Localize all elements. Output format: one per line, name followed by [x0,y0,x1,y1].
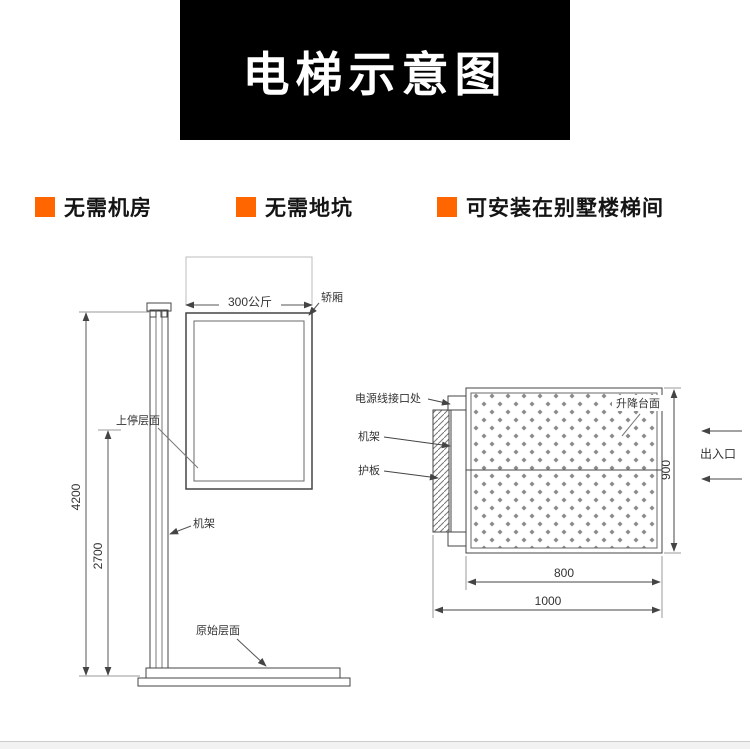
mast-column [149,309,169,669]
frame-label-top-view: 机架 [358,429,380,443]
elevator-schematic: 300公斤 轿厢 上停层面 4200 2700 机架 原始层面 [69,256,742,687]
ground-leader [236,638,267,667]
frame-label: 机架 [193,516,215,530]
top-view [383,387,742,618]
bullet-square-icon [236,197,256,217]
entrance-label: 出入口 [700,447,736,461]
upper-stop-leader [157,427,199,469]
guard-plate-leader [383,470,439,481]
frame-leader [169,525,192,535]
bullet-square-icon [35,197,55,217]
upper-stop-label: 上停层面 [116,413,160,427]
banner: 电梯示意图 [180,0,570,140]
base-foot [137,677,351,687]
page-title: 电梯示意图 [242,47,508,101]
top-view-labels: 电源线接口处 机架 护板 升降台面 900 出入口 800 1000 [355,391,736,608]
cabin-outer [185,312,313,490]
feature-label: 无需地坑 [265,197,353,220]
top-bracket [447,395,467,411]
outer-width-dim: 1000 [535,594,562,608]
frame-strip [450,409,467,533]
feature-item-villa-stairwell: 可安装在别墅楼梯间 [437,192,664,222]
base-platform [145,667,341,679]
feature-item-no-pit: 无需地坑 [236,192,353,222]
total-height-dim: 4200 [69,483,83,510]
load-label: 300公斤 [228,295,272,309]
frame-height-dim: 2700 [91,542,105,569]
frame-leader-top [383,436,451,449]
power-port-label: 电源线接口处 [355,391,421,405]
mast-cap [146,302,172,312]
bottom-bracket [447,531,467,547]
ground-level-label: 原始层面 [196,623,240,637]
depth-dim: 900 [659,460,673,480]
inner-width-dim: 800 [554,566,574,580]
feature-item-no-machine-room: 无需机房 [35,192,152,222]
power-port-leader [427,398,451,406]
feature-label: 可安装在别墅楼梯间 [466,197,664,220]
bullet-square-icon [437,197,457,217]
cabin-leader [308,302,320,316]
feature-label: 无需机房 [64,197,152,220]
cabin-inner [193,320,305,482]
platform-leader [621,413,641,437]
guard-plate-label: 护板 [358,463,380,477]
section-divider [0,741,750,749]
platform-label: 升降台面 [616,396,660,410]
side-view-labels: 300公斤 轿厢 上停层面 4200 2700 机架 原始层面 [69,290,343,637]
guard-plate [432,409,450,533]
side-view [79,256,351,687]
cabin-label: 轿厢 [321,290,343,304]
